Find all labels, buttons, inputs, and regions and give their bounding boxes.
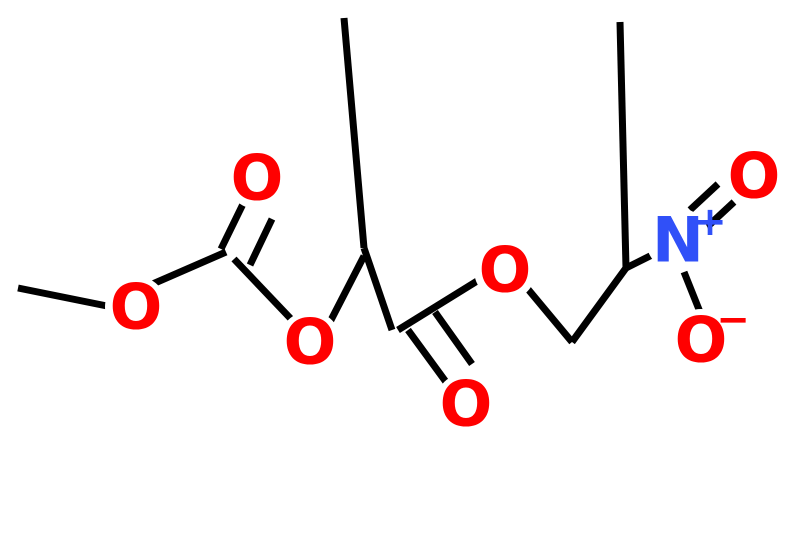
atom-label-oxygen-ester-link-right: O [479, 234, 532, 307]
bond-quaternary-carbon-to-top-methyl [340, 17, 368, 249]
bond-ester-oxygen-right-to-alpha-carbon [519, 279, 575, 345]
label-halo [435, 373, 497, 435]
atom-label-nitrogen-nitro: N [652, 204, 704, 277]
charge-label-nitrogen-positive: + [693, 199, 727, 245]
bond-central-carbon-to-ester-oxygen-right [396, 275, 484, 333]
bond-methyl-to-methoxy-oxygen [17, 284, 113, 311]
bond-alpha-carbon-to-right-vertex [569, 265, 629, 345]
label-halo [474, 239, 536, 301]
atom-label-oxygen-methoxy: O [110, 271, 163, 344]
label-halo [105, 276, 167, 338]
label-halo [723, 145, 785, 207]
bond-right-vertex-to-top-methyl [616, 21, 630, 269]
charge-label-oxygen-negative: − [716, 297, 750, 343]
bond-methoxy-oxygen-to-carbonyl-carbon [146, 248, 228, 290]
bond-quaternary-carbon-to-central-carbon [360, 246, 396, 332]
bond-nitro-single [680, 270, 704, 314]
atom-label-oxygen-ester-link-left: O [284, 306, 337, 379]
bond-carbonyl-right-double-inner [405, 327, 449, 385]
bond-carbonyl-carbon-to-ester-oxygen-left [231, 256, 295, 323]
label-halo [646, 208, 710, 272]
bond-carbonyl-right-double-outer [432, 309, 475, 367]
label-halo [226, 147, 288, 209]
atom-label-oxygen-ester-carbonyl-right: O [440, 368, 493, 441]
bond-carbonyl-left-double-inner [217, 202, 247, 251]
atom-label-oxygen-nitro-double: O [728, 140, 781, 213]
bond-ester-oxygen-left-to-quaternary-carbon [326, 254, 368, 324]
bond-nitro-double-outer [703, 199, 737, 231]
atom-label-oxygen-nitro-single: O [675, 304, 728, 377]
label-halo [279, 311, 341, 373]
bond-carbonyl-left-double-outer [246, 217, 276, 267]
bond-nitro-double-inner [687, 181, 721, 213]
label-halo [670, 309, 732, 371]
atom-label-oxygen-ester-carbonyl-left: O [231, 142, 284, 215]
